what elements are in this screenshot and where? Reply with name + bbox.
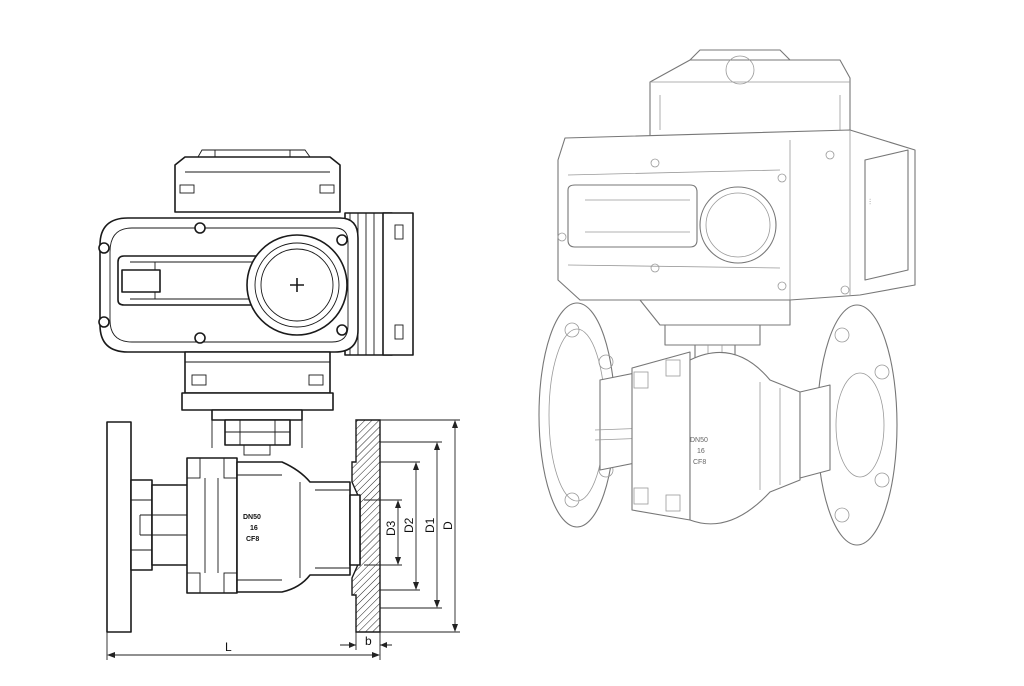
dim-label-D2: D2 (402, 517, 416, 533)
mounting-bracket (181, 351, 334, 456)
actuator-top-cover (174, 149, 341, 213)
perspective-top-cover (649, 49, 851, 139)
body-marking-line3: CF8 (246, 536, 259, 543)
perspective-housing: ··· (557, 129, 916, 301)
dim-label-D3: D3 (384, 520, 398, 536)
valve-body: DN50 16 CF8 (106, 419, 381, 633)
svg-text:DN50: DN50 (690, 437, 708, 444)
svg-text:···: ··· (867, 198, 874, 205)
svg-text:16: 16 (697, 448, 705, 455)
dim-label-L: L (225, 640, 232, 654)
dim-label-D1: D1 (423, 517, 437, 533)
dim-label-D: D (441, 521, 455, 530)
dimension-lines (106, 419, 460, 660)
body-marking-line2: 16 (250, 525, 258, 532)
actuator-housing (98, 217, 359, 353)
dimension-label-group: D D1 D2 D3 L b (225, 517, 455, 654)
dim-label-b: b (365, 634, 372, 648)
perspective-view: ··· (538, 49, 916, 546)
svg-text:CF8: CF8 (693, 459, 706, 466)
front-elevation-view: DN50 16 CF8 (98, 149, 460, 660)
perspective-valve-body: DN50 16 CF8 (538, 302, 898, 546)
body-marking-line1: DN50 (243, 514, 261, 521)
